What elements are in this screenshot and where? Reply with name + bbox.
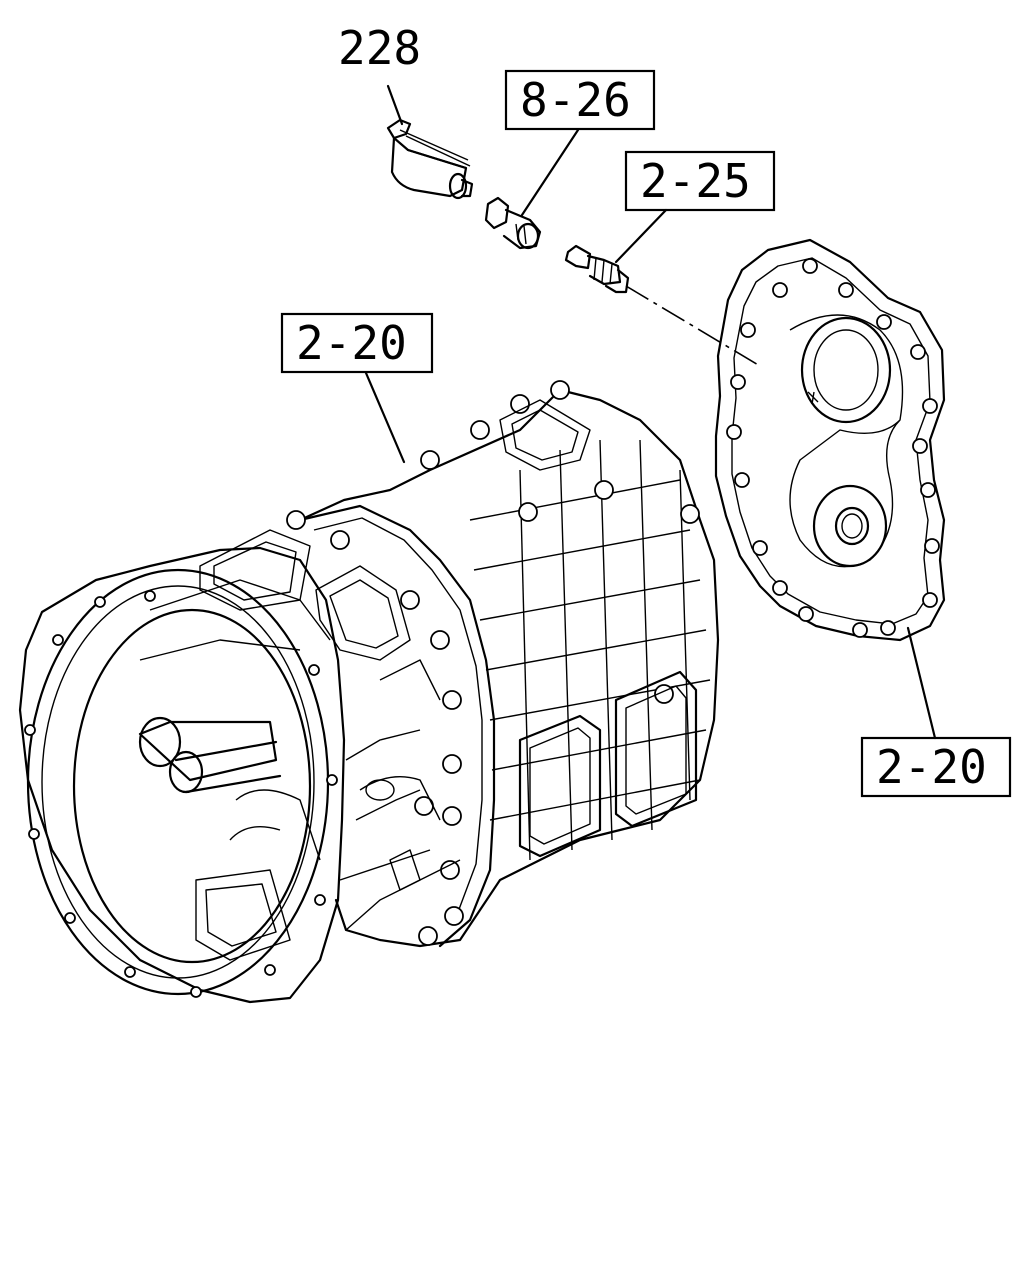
leader-228 [386, 84, 404, 126]
label-box-2-20-cover[interactable] [860, 736, 1012, 798]
rear-cover [714, 238, 946, 642]
install-centerline [625, 285, 761, 367]
label-2-25[interactable]: 2-25 [640, 154, 751, 208]
leader-8-26 [520, 128, 580, 217]
part-228-sensor [386, 118, 474, 200]
label-228[interactable]: 228 [338, 21, 421, 75]
part-8-26-speed-sensor [484, 196, 542, 250]
leader-2-25 [614, 208, 668, 264]
label-2-20-case[interactable]: 2-20 [296, 316, 407, 370]
leader-2-20-cover [906, 626, 937, 740]
transmission-case [18, 380, 720, 1004]
label-2-20-cover[interactable]: 2-20 [876, 740, 987, 794]
label-8-26[interactable]: 8-26 [520, 73, 631, 127]
label-box-8-26[interactable] [504, 69, 656, 131]
part-2-25-switch [564, 244, 630, 294]
label-box-2-20-case[interactable] [280, 312, 434, 374]
label-box-2-25[interactable] [624, 150, 776, 212]
leader-2-20-case [364, 371, 406, 464]
